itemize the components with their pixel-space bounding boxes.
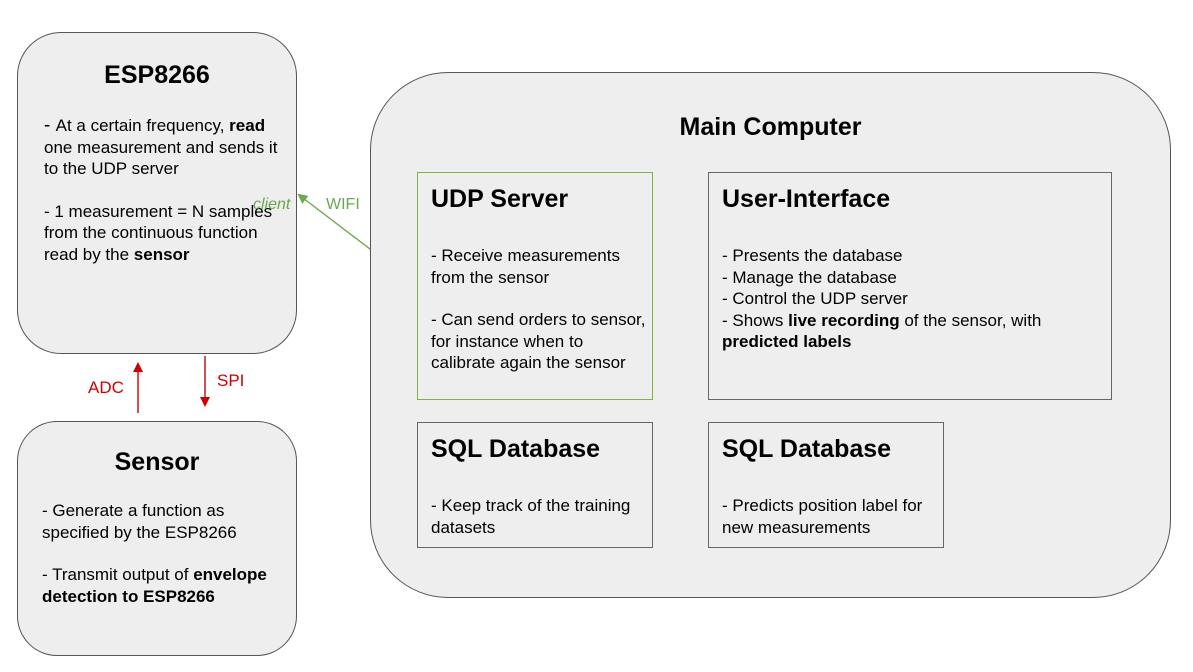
user-interface-title: User-Interface <box>722 185 891 213</box>
esp8266-title: ESP8266 <box>104 61 210 89</box>
sensor-box: Sensor - Generate a function as specifie… <box>17 421 297 656</box>
sensor-description: - Generate a function as specified by th… <box>42 500 287 607</box>
user-interface-box: User-Interface - Presents the database -… <box>708 172 1112 400</box>
sql-database-prediction-title: SQL Database <box>722 435 892 463</box>
sql-database-prediction-box: SQL Database - Predicts position label f… <box>708 422 944 548</box>
user-interface-line3: - Control the UDP server <box>722 289 908 308</box>
esp8266-p1-dash: - <box>44 115 56 136</box>
user-interface-line2: - Manage the database <box>722 267 897 287</box>
adc-label: ADC <box>88 378 124 397</box>
esp8266-description: - At a certain frequency, read one measu… <box>44 115 289 265</box>
sensor-p1: - Generate a function as specified by th… <box>42 501 237 542</box>
sensor-p2-text: - Transmit output of <box>42 565 194 584</box>
udp-server-box: UDP Server - Receive measurements from t… <box>417 172 653 400</box>
user-interface-line4-b: of the sensor, with <box>899 310 1042 330</box>
esp8266-box: ESP8266 - At a certain frequency, read o… <box>17 32 297 354</box>
user-interface-line4-bold: live recording <box>788 310 900 330</box>
user-interface-line4-bold2: predicted labels <box>722 332 852 351</box>
udp-server-p1: - Receive measurements from the sensor <box>431 246 620 287</box>
udp-server-title: UDP Server <box>431 185 569 213</box>
esp8266-p2-bold: sensor <box>133 244 190 264</box>
esp8266-p1-bold: read <box>229 116 266 135</box>
user-interface-line1: - Presents the database <box>722 246 903 265</box>
sensor-title: Sensor <box>114 448 200 476</box>
main-computer-title: Main Computer <box>679 113 862 141</box>
wifi-label: WIFI <box>326 196 360 213</box>
esp8266-p1-rest: one measurement and sends it to the UDP … <box>44 137 278 179</box>
sql-database-training-title: SQL Database <box>431 435 601 463</box>
esp8266-p2-text: - 1 measurement = N samples from the con… <box>44 201 273 264</box>
user-interface-line4-a: - Shows <box>722 310 789 330</box>
sql-database-training-box: SQL Database - Keep track of the trainin… <box>417 422 653 548</box>
udp-server-description: - Receive measurements from the sensor -… <box>431 245 646 374</box>
sql-database-prediction-description: - Predicts position label for new measur… <box>722 496 923 537</box>
user-interface-description: - Presents the database - Manage the dat… <box>722 245 1102 353</box>
sensor-p2-bold: envelope detection to ESP8266 <box>42 565 267 606</box>
sql-database-training-description: - Keep track of the training datasets <box>431 496 631 537</box>
esp8266-p1-text: At a certain frequency, <box>55 116 230 135</box>
udp-server-p2: - Can send orders to sensor, for instanc… <box>431 310 646 372</box>
spi-label: SPI <box>217 371 245 390</box>
client-label: client <box>253 196 291 213</box>
